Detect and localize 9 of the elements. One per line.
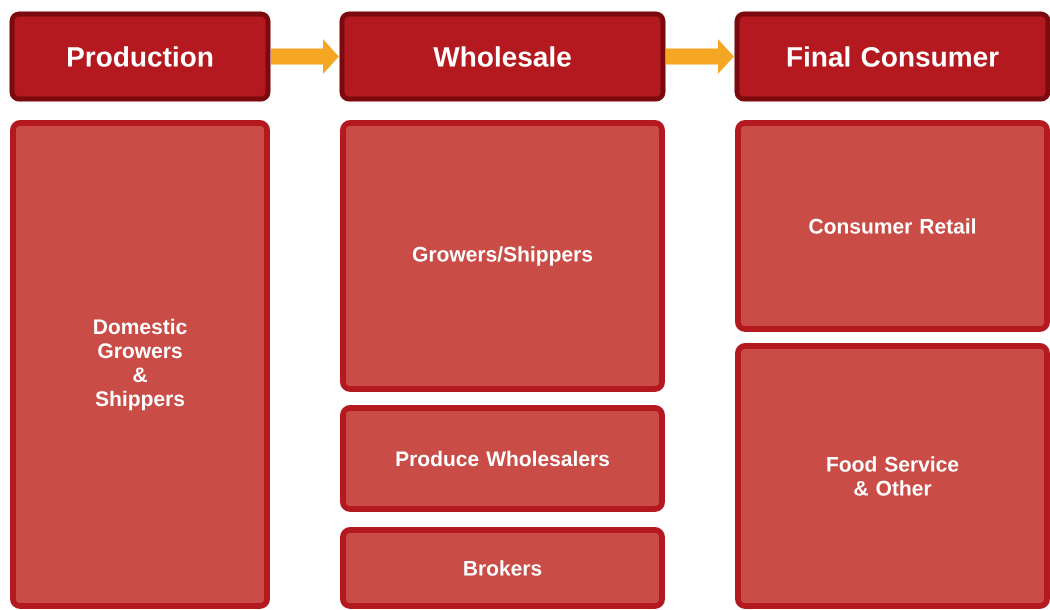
category-box: Produce Wholesalers xyxy=(340,405,665,512)
stage-header-box: Production xyxy=(9,11,271,102)
category-box: Brokers xyxy=(340,527,665,609)
stage-header-box: Wholesale xyxy=(339,11,666,102)
category-box: Consumer Retail xyxy=(735,120,1050,332)
stage-header-box: Final Consumer xyxy=(734,11,1050,102)
category-box: Growers/Shippers xyxy=(340,120,665,392)
category-box: Domestic Growers & Shippers xyxy=(10,120,270,609)
category-box: Food Service & Other xyxy=(735,343,1050,609)
